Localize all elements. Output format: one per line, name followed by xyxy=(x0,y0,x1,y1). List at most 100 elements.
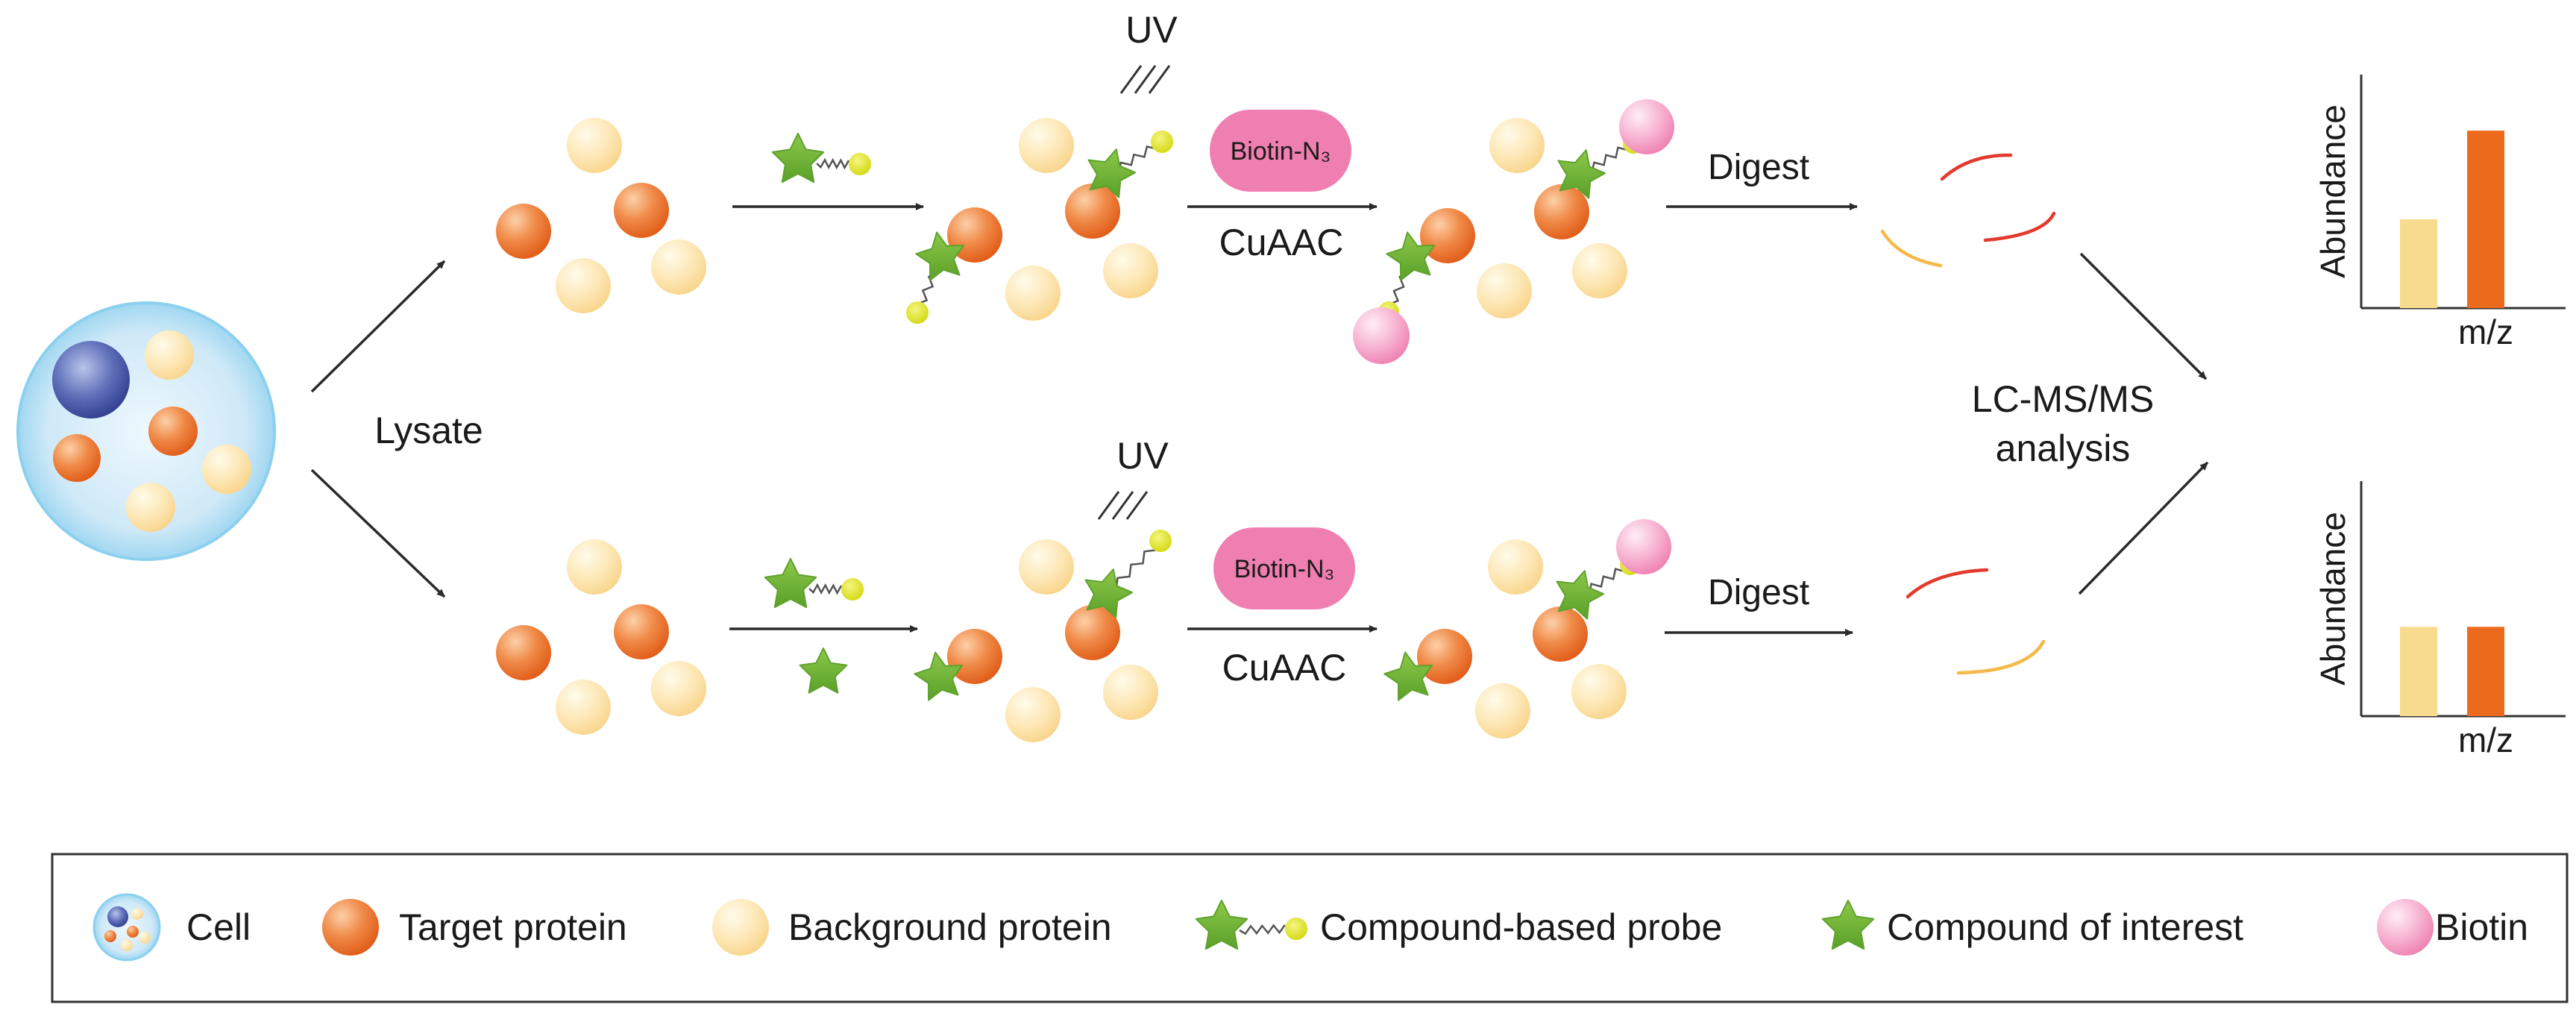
legend-item: Biotin xyxy=(2377,899,2528,956)
lcms-label-line1: LC-MS/MS xyxy=(1972,378,2154,420)
legend-label: Compound-based probe xyxy=(1320,906,1722,948)
legend-label: Cell xyxy=(186,906,251,948)
uv-ray xyxy=(1125,491,1149,520)
competed-proteins xyxy=(914,530,1172,742)
background-protein xyxy=(556,258,611,313)
uv-label-top: UV xyxy=(1125,9,1178,51)
background-protein xyxy=(1103,665,1158,720)
target-protein xyxy=(53,434,101,482)
uv-ray xyxy=(1097,491,1120,520)
cuaac-label-bottom: CuAAC xyxy=(1222,647,1347,689)
biotin-sphere xyxy=(1619,99,1674,154)
background-protein xyxy=(202,445,251,494)
legend-item: Target protein xyxy=(322,899,627,956)
biotinylated-proteins-top xyxy=(1353,99,1674,364)
biotin-n3-label-bottom: Biotin-N₃ xyxy=(1234,555,1335,583)
bound-probe-star xyxy=(1087,148,1136,198)
peptide-fragment xyxy=(1940,153,2013,181)
cell-nucleus xyxy=(52,341,130,418)
chart-bar xyxy=(2400,627,2437,716)
chart-y-label: Abundance xyxy=(2313,512,2352,686)
probe-head xyxy=(1285,918,1307,940)
legend-label: Biotin xyxy=(2435,906,2528,948)
probe-head xyxy=(906,301,929,324)
cell-icon xyxy=(92,893,161,962)
bound-probe-star xyxy=(1084,568,1133,618)
uv-ray xyxy=(1111,491,1134,520)
uv-ray xyxy=(1134,65,1157,94)
background-protein xyxy=(1475,683,1530,739)
lysate-label: Lysate xyxy=(374,410,483,451)
probe-head xyxy=(841,578,864,601)
probe-star xyxy=(1195,900,1248,950)
biotin-n3-pill-top xyxy=(1210,110,1351,192)
target-protein xyxy=(148,407,198,456)
target-protein xyxy=(1533,606,1588,662)
cell-group xyxy=(16,301,276,561)
chart-y-label: Abundance xyxy=(2313,104,2352,278)
background-protein xyxy=(556,680,611,735)
background-protein xyxy=(1103,243,1158,298)
background-protein xyxy=(1019,118,1074,173)
background-protein xyxy=(1005,266,1061,321)
chart-bar xyxy=(2467,131,2504,308)
legend-label: Compound of interest xyxy=(1887,906,2243,948)
background-protein xyxy=(567,118,622,173)
uv-ray xyxy=(1148,65,1171,94)
arrow-lcms-bottom xyxy=(2078,461,2209,595)
background-protein xyxy=(567,539,622,595)
background-protein xyxy=(651,239,706,295)
target-protein xyxy=(947,629,1002,684)
background-protein xyxy=(651,661,706,716)
background-protein xyxy=(1477,263,1532,319)
peptide-fragment xyxy=(1956,639,2046,675)
biotin-sphere xyxy=(1353,307,1410,364)
bound-probe-star xyxy=(915,231,964,281)
biotin-icon xyxy=(2377,899,2434,956)
legend-item: Compound of interest xyxy=(1821,900,2243,950)
probe-reagent-bottom xyxy=(764,558,864,694)
background-protein xyxy=(1488,539,1543,595)
bound-compound-star xyxy=(914,651,963,701)
uv-ray xyxy=(1119,65,1143,94)
chart-bar xyxy=(2467,627,2504,716)
peptide-fragment xyxy=(1983,211,2056,242)
linker xyxy=(808,583,843,595)
background-protein xyxy=(1019,539,1074,595)
target-protein xyxy=(496,625,551,680)
target-protein xyxy=(1065,184,1120,239)
biotin-n3-pill-bottom xyxy=(1213,527,1355,609)
digest-label-top: Digest xyxy=(1708,148,1809,187)
arrow-lysate-up xyxy=(310,260,446,393)
linker xyxy=(1239,924,1286,935)
background-protein xyxy=(1489,118,1545,173)
target-protein xyxy=(1534,184,1589,239)
probe-labeled-proteins xyxy=(906,118,1173,324)
legend-item: Compound-based probe xyxy=(1195,900,1722,950)
target-protein xyxy=(1420,208,1475,263)
legend-label: Target protein xyxy=(399,906,627,948)
legend-item: Background protein xyxy=(712,899,1112,956)
target-protein xyxy=(614,604,669,659)
uv-label-bottom: UV xyxy=(1116,435,1169,477)
target-protein xyxy=(1417,629,1472,684)
free-compound-star xyxy=(799,648,848,694)
background-protein xyxy=(1571,664,1627,719)
target-protein xyxy=(496,204,551,259)
bound-probe-star xyxy=(1557,149,1606,199)
legend-box xyxy=(51,853,2569,1003)
compound-icon xyxy=(1821,900,1875,950)
background-protein xyxy=(145,330,194,380)
probe-icon xyxy=(1195,900,1307,950)
target-protein xyxy=(1065,605,1120,660)
probe-head xyxy=(1151,131,1173,153)
peptide-fragment xyxy=(1906,568,1989,599)
target-protein xyxy=(614,183,669,238)
bound-probe-star xyxy=(1386,231,1435,281)
biotinylated-proteins-bottom xyxy=(1383,519,1671,739)
linker xyxy=(816,157,850,170)
bound-compound-star xyxy=(1383,651,1433,701)
probe-reagent-top xyxy=(771,133,871,184)
